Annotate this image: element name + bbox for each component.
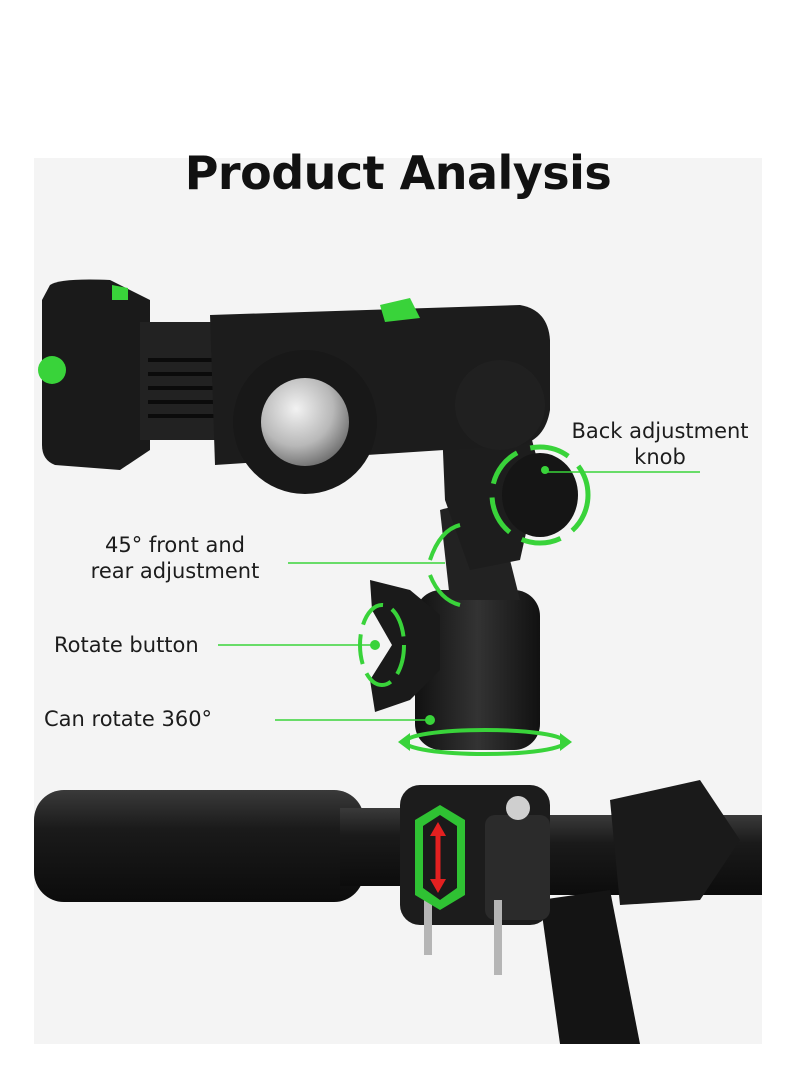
- callout-rotate-button: Rotate button: [54, 632, 199, 658]
- phone-holder: [38, 279, 550, 494]
- callout-lines: [218, 471, 700, 721]
- handlebar: [34, 780, 762, 1044]
- callout-front-rear-line2: rear adjustment: [90, 559, 260, 583]
- callout-back-knob-line1: Back adjustment: [571, 419, 749, 443]
- callout-back-knob: Back adjustment knob: [560, 418, 760, 470]
- callout-front-rear: 45° front and rear adjustment: [70, 532, 280, 584]
- callout-rotate-button-line1: Rotate button: [54, 633, 199, 657]
- callout-back-knob-line2: knob: [634, 445, 686, 469]
- callout-rotate-360-line1: Can rotate 360°: [44, 707, 213, 731]
- callout-front-rear-line1: 45° front and: [104, 533, 246, 557]
- callout-rotate-360: Can rotate 360°: [44, 706, 212, 732]
- page-title: Product Analysis: [184, 146, 612, 200]
- handlebar-clamp: [400, 785, 550, 975]
